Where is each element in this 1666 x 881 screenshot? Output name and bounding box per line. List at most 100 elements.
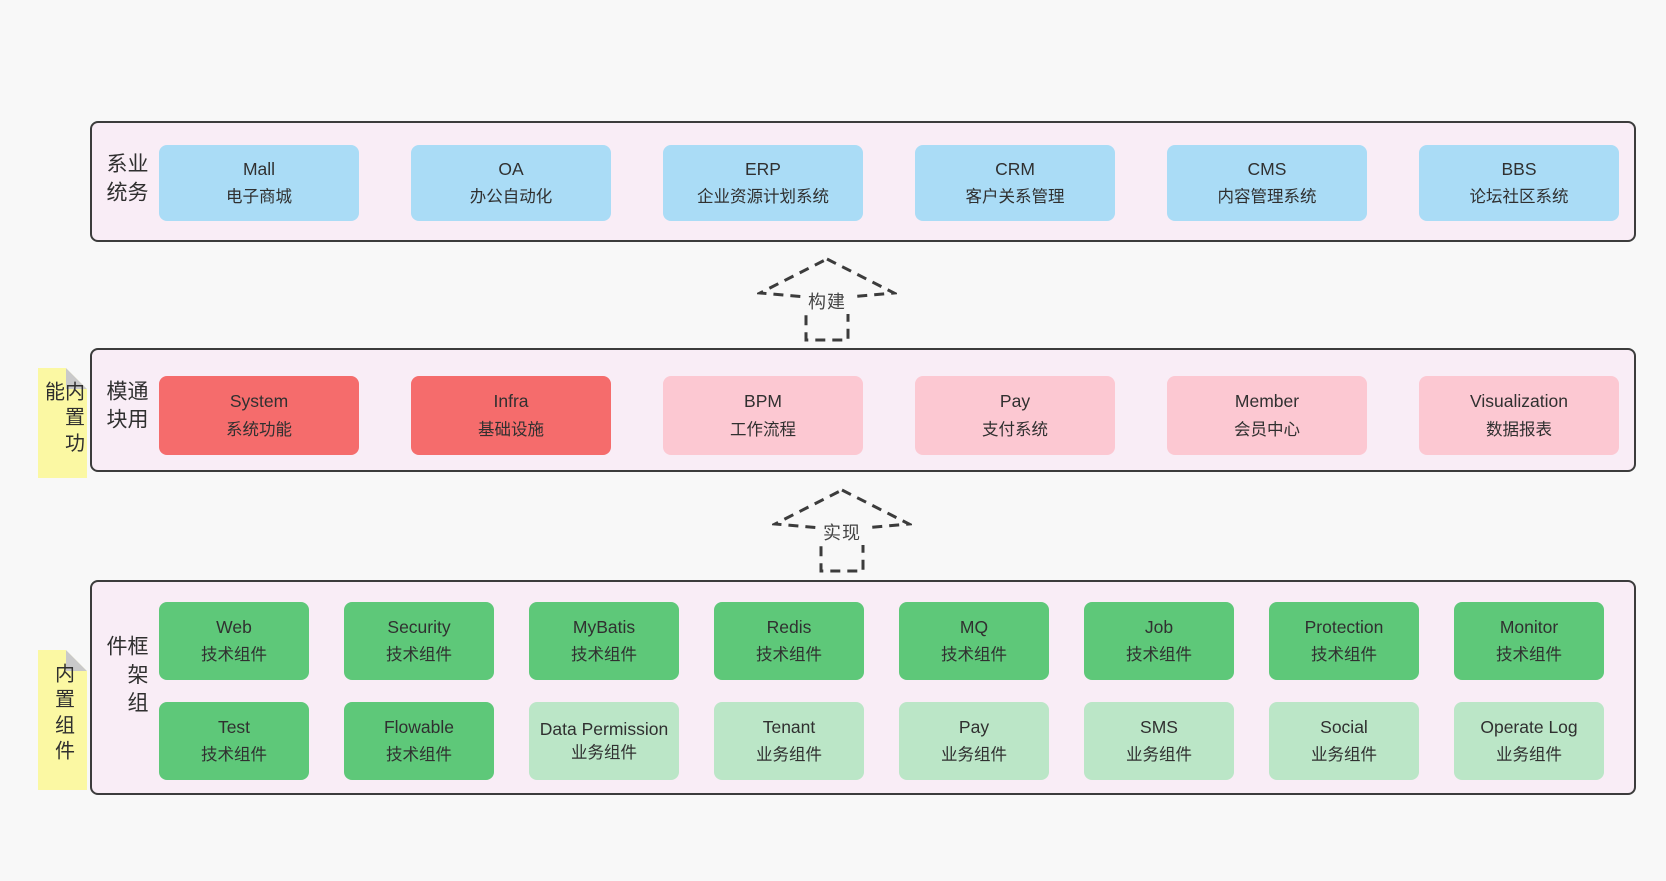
box-subtitle: 业务组件	[941, 746, 1007, 765]
box-redis: Redis 技术组件	[714, 602, 864, 680]
build-arrow: 构建	[757, 257, 897, 342]
box-title: Redis	[766, 616, 812, 637]
box-subtitle: 技术组件	[756, 646, 822, 665]
box-subtitle: 技术组件	[201, 646, 267, 665]
box-title: Job	[1144, 616, 1174, 637]
box-title: Tenant	[762, 716, 816, 737]
box-subtitle: 基础设施	[478, 420, 544, 439]
box-protection: Protection 技术组件	[1269, 602, 1419, 680]
box-title: Pay	[958, 716, 990, 737]
box-title: Data Permission	[539, 718, 669, 739]
box-security: Security 技术组件	[344, 602, 494, 680]
box-title: Visualization	[1470, 391, 1568, 412]
box-pay: Pay 支付系统	[915, 376, 1115, 455]
section-framework-components: 框架组件 Web 技术组件 Security 技术组件 MyBatis 技术组件…	[90, 580, 1636, 795]
box-system: System 系统功能	[159, 376, 359, 455]
section-business-systems: 业务系统 Mall 电子商城 OA 办公自动化 ERP 企业资源计划系统 CRM…	[90, 121, 1636, 242]
build-arrow-label: 构建	[808, 292, 846, 312]
box-sms: SMS 业务组件	[1084, 702, 1234, 780]
box-title: Protection	[1304, 616, 1384, 637]
box-subtitle: 技术组件	[1311, 646, 1377, 665]
framework-box-row-1: Web 技术组件 Security 技术组件 MyBatis 技术组件 Redi…	[159, 602, 1604, 680]
box-subtitle: 支付系统	[982, 420, 1048, 439]
box-subtitle: 内容管理系统	[1217, 188, 1317, 207]
box-title: CMS	[1247, 158, 1287, 179]
box-data-permission: Data Permission 业务组件	[529, 702, 679, 780]
box-subtitle: 业务组件	[571, 744, 637, 763]
box-subtitle: 会员中心	[1234, 420, 1300, 439]
box-bbs: BBS 论坛社区系统	[1419, 145, 1619, 221]
box-title: Mall	[242, 158, 276, 179]
box-mall: Mall 电子商城	[159, 145, 359, 221]
sticky-note-builtin-features: 内置功能	[38, 368, 87, 478]
box-subtitle: 技术组件	[941, 646, 1007, 665]
box-subtitle: 技术组件	[1126, 646, 1192, 665]
box-web: Web 技术组件	[159, 602, 309, 680]
box-subtitle: 业务组件	[1311, 746, 1377, 765]
box-title: MQ	[959, 616, 989, 637]
box-infra: Infra 基础设施	[411, 376, 611, 455]
box-bpm: BPM 工作流程	[663, 376, 863, 455]
box-subtitle: 技术组件	[571, 646, 637, 665]
box-title: Monitor	[1499, 616, 1559, 637]
box-title: CRM	[995, 158, 1035, 179]
sticky-note-builtin-components: 内置组件	[38, 650, 87, 790]
layer-label-common: 通用模块	[104, 380, 148, 437]
box-pay-biz: Pay 业务组件	[899, 702, 1049, 780]
section-common-modules: 通用模块 System 系统功能 Infra 基础设施 BPM 工作流程 Pay…	[90, 348, 1636, 472]
box-title: Flowable	[383, 716, 455, 737]
box-title: SMS	[1140, 716, 1178, 737]
box-title: Test	[217, 716, 251, 737]
box-title: Operate Log	[1480, 716, 1578, 737]
box-tenant: Tenant 业务组件	[714, 702, 864, 780]
box-title: ERP	[745, 158, 781, 179]
box-flowable: Flowable 技术组件	[344, 702, 494, 780]
framework-box-row-2: Test 技术组件 Flowable 技术组件 Data Permission …	[159, 702, 1604, 780]
box-subtitle: 技术组件	[201, 746, 267, 765]
box-mq: MQ 技术组件	[899, 602, 1049, 680]
box-test: Test 技术组件	[159, 702, 309, 780]
box-title: System	[229, 391, 289, 412]
sticky-note-label: 内置组件	[51, 663, 74, 766]
box-oa: OA 办公自动化	[411, 145, 611, 221]
box-title: BPM	[744, 391, 782, 412]
implement-arrow-label: 实现	[823, 523, 861, 543]
box-title: BBS	[1501, 158, 1537, 179]
layer-label-framework: 框架组件	[104, 634, 148, 720]
box-subtitle: 办公自动化	[469, 188, 553, 207]
box-title: Web	[216, 616, 252, 637]
box-crm: CRM 客户关系管理	[915, 145, 1115, 221]
box-subtitle: 工作流程	[730, 420, 796, 439]
box-subtitle: 技术组件	[1496, 646, 1562, 665]
box-mybatis: MyBatis 技术组件	[529, 602, 679, 680]
box-monitor: Monitor 技术组件	[1454, 602, 1604, 680]
box-subtitle: 电子商城	[226, 188, 292, 207]
box-title: Pay	[999, 391, 1031, 412]
box-subtitle: 业务组件	[1126, 746, 1192, 765]
box-subtitle: 技术组件	[386, 746, 452, 765]
box-subtitle: 论坛社区系统	[1469, 188, 1569, 207]
box-visualization: Visualization 数据报表	[1419, 376, 1619, 455]
box-subtitle: 客户关系管理	[965, 188, 1065, 207]
business-box-row: Mall 电子商城 OA 办公自动化 ERP 企业资源计划系统 CRM 客户关系…	[159, 145, 1619, 221]
box-title: MyBatis	[572, 616, 636, 637]
box-title: Infra	[493, 391, 529, 412]
box-subtitle: 技术组件	[386, 646, 452, 665]
box-title: Member	[1234, 391, 1300, 412]
box-operate-log: Operate Log 业务组件	[1454, 702, 1604, 780]
box-erp: ERP 企业资源计划系统	[663, 145, 863, 221]
box-social: Social 业务组件	[1269, 702, 1419, 780]
box-subtitle: 业务组件	[756, 746, 822, 765]
layer-label-business: 业务系统	[104, 152, 148, 209]
box-subtitle: 业务组件	[1496, 746, 1562, 765]
box-member: Member 会员中心	[1167, 376, 1367, 455]
box-cms: CMS 内容管理系统	[1167, 145, 1367, 221]
box-subtitle: 数据报表	[1486, 420, 1552, 439]
box-title: OA	[498, 158, 524, 179]
implement-arrow: 实现	[772, 488, 912, 573]
box-title: Security	[387, 616, 451, 637]
box-title: Social	[1320, 716, 1368, 737]
common-box-row: System 系统功能 Infra 基础设施 BPM 工作流程 Pay 支付系统…	[159, 376, 1619, 455]
box-job: Job 技术组件	[1084, 602, 1234, 680]
